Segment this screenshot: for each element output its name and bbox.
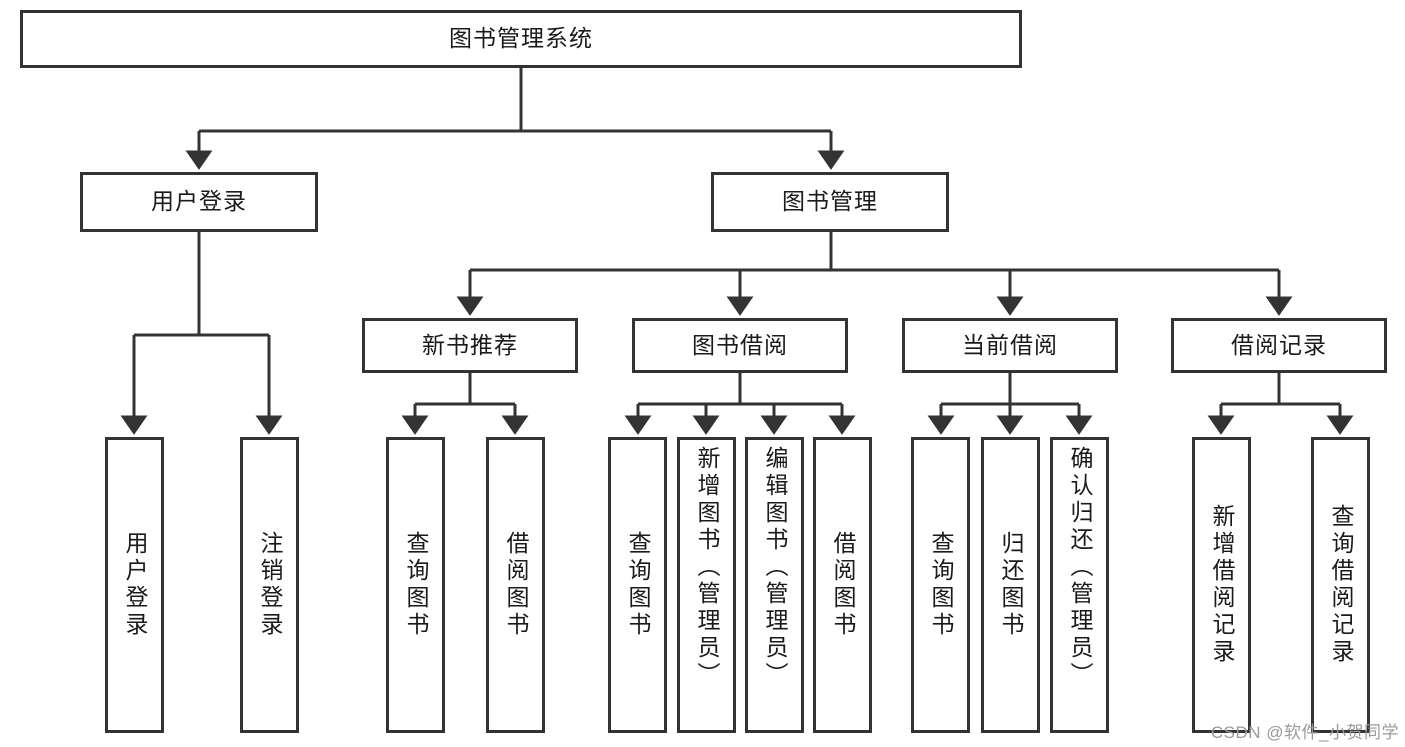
node-label: 用户登录 — [122, 531, 148, 639]
node-label: 归还图书 — [998, 531, 1024, 639]
node-label: 查询图书 — [403, 531, 429, 639]
leaf-borrow-query-book[interactable]: 查询图书 — [608, 437, 667, 733]
node-label: 编辑图书（管理员） — [762, 446, 788, 689]
leaf-user-login-login[interactable]: 用户登录 — [105, 437, 164, 733]
leaf-borrow-borrow-book[interactable]: 借阅图书 — [813, 437, 872, 733]
node-label: 新增图书（管理员） — [694, 446, 720, 689]
node-current-borrow[interactable]: 当前借阅 — [902, 318, 1118, 373]
node-book-management[interactable]: 图书管理 — [711, 172, 949, 232]
node-label: 借阅图书 — [503, 531, 529, 639]
node-label: 当前借阅 — [962, 331, 1058, 358]
node-label: 查询借阅记录 — [1328, 504, 1354, 666]
node-book-borrow[interactable]: 图书借阅 — [632, 318, 848, 373]
leaf-record-add-borrow-record[interactable]: 新增借阅记录 — [1192, 437, 1251, 733]
node-label: 新增借阅记录 — [1209, 504, 1235, 666]
node-new-book-recommend[interactable]: 新书推荐 — [362, 318, 578, 373]
node-user-login[interactable]: 用户登录 — [80, 172, 318, 232]
node-label: 图书管理 — [782, 188, 878, 215]
node-label: 确认归还（管理员） — [1067, 446, 1093, 689]
leaf-recommend-borrow-book[interactable]: 借阅图书 — [486, 437, 545, 733]
leaf-user-login-logout[interactable]: 注销登录 — [240, 437, 299, 733]
leaf-borrow-edit-book-admin[interactable]: 编辑图书（管理员） — [745, 437, 804, 733]
leaf-current-return-book[interactable]: 归还图书 — [981, 437, 1040, 733]
node-label: 新书推荐 — [422, 331, 518, 358]
node-label: 查询图书 — [928, 531, 954, 639]
node-label: 图书借阅 — [692, 331, 788, 358]
csdn-watermark: CSDN @软件_小贺同学 — [1210, 723, 1399, 742]
node-label: 注销登录 — [257, 531, 283, 639]
node-root-book-management-system[interactable]: 图书管理系统 — [20, 10, 1022, 68]
leaf-current-query-book[interactable]: 查询图书 — [911, 437, 970, 733]
node-label: 查询图书 — [625, 531, 651, 639]
node-label: 借阅图书 — [830, 531, 856, 639]
node-borrow-record[interactable]: 借阅记录 — [1171, 318, 1387, 373]
leaf-current-confirm-return-admin[interactable]: 确认归还（管理员） — [1050, 437, 1109, 733]
node-label: 用户登录 — [151, 188, 247, 215]
leaf-borrow-add-book-admin[interactable]: 新增图书（管理员） — [677, 437, 736, 733]
leaf-record-query-borrow-record[interactable]: 查询借阅记录 — [1311, 437, 1370, 733]
node-label: 图书管理系统 — [449, 25, 593, 52]
node-label: 借阅记录 — [1231, 331, 1327, 358]
leaf-recommend-query-book[interactable]: 查询图书 — [386, 437, 445, 733]
